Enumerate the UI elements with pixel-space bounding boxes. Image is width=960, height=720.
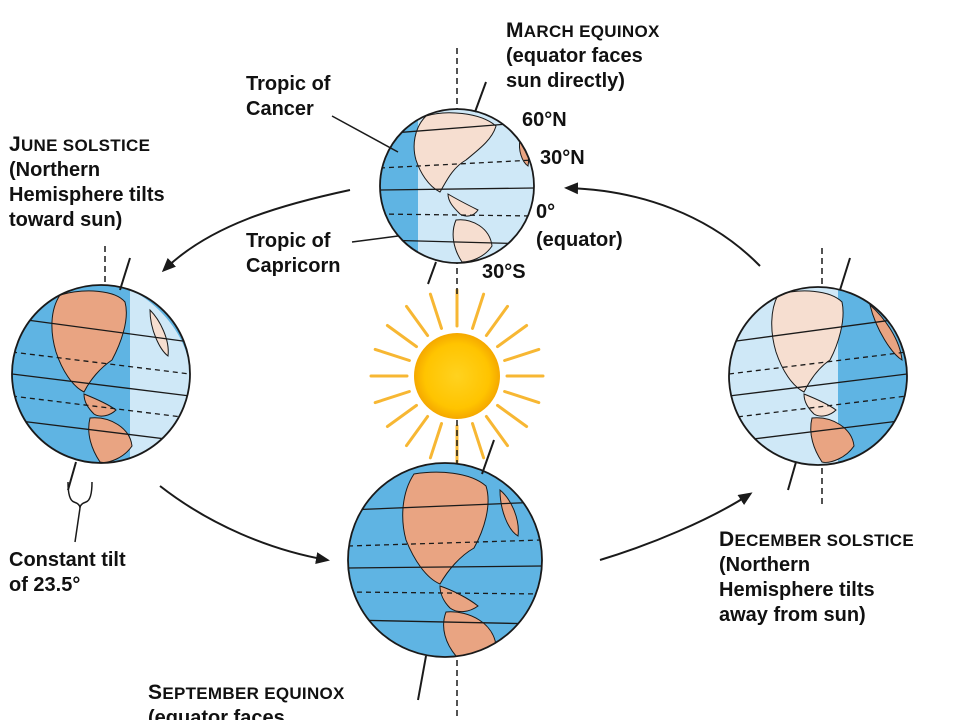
december-solstice-line-3: away from sun) xyxy=(719,604,866,626)
june-solstice-line-2: Hemisphere tilts xyxy=(9,184,165,206)
sun-ray xyxy=(385,403,418,428)
constant-tilt-line-2: of 23.5° xyxy=(9,574,81,596)
sun-ray xyxy=(503,390,541,405)
december-solstice-line-2: Hemisphere tilts xyxy=(719,579,875,601)
sun-ray xyxy=(503,347,541,362)
sun-ray xyxy=(405,415,430,448)
june-solstice-line-3: toward sun) xyxy=(9,209,123,231)
september-equinox-title: September equinox xyxy=(148,681,345,704)
tropic-of-cancer-label: Tropic of Cancer xyxy=(246,72,330,122)
sun-ray xyxy=(373,390,411,405)
sun-ray xyxy=(484,304,509,337)
tropic-of-capricorn-label: Tropic of Capricorn xyxy=(246,229,340,279)
sun-ray xyxy=(373,347,411,362)
sun-ray xyxy=(471,292,486,330)
tilt-leader xyxy=(74,507,81,543)
march-equinox-line-1: (equator faces xyxy=(506,45,643,67)
december-solstice-label: December solstice (Northern Hemisphere t… xyxy=(719,527,914,628)
sun-ray xyxy=(471,422,486,460)
sun-ray xyxy=(428,422,443,460)
tropic-capricorn-leader xyxy=(351,235,399,243)
tropic-capricorn-line-2: Capricorn xyxy=(246,255,341,277)
tilt-bracket xyxy=(67,481,93,509)
sun-ray xyxy=(405,304,430,337)
december-solstice-title: December solstice xyxy=(719,528,915,551)
september-equinox-line-1: (equator faces xyxy=(148,707,285,720)
tropic-cancer-line-2: Cancer xyxy=(246,98,314,120)
sun-ray xyxy=(385,324,418,349)
latitude-0-label: 0° xyxy=(536,201,556,223)
earth-globe-icon xyxy=(347,420,543,720)
sun-ray xyxy=(428,292,443,330)
latitude-30n-label: 30°N xyxy=(540,147,585,169)
earth-globe-icon xyxy=(11,246,191,491)
sun-ray xyxy=(496,403,529,428)
earth-globe-icon xyxy=(728,248,908,504)
march-equinox-label: March equinox (equator faces sun directl… xyxy=(506,18,660,94)
equator-label: (equator) xyxy=(536,229,623,251)
orbit-arrow-june-to-september xyxy=(159,485,330,565)
tropic-capricorn-line-1: Tropic of xyxy=(246,230,331,252)
june-solstice-line-1: (Northern xyxy=(9,159,101,181)
march-equinox-line-2: sun directly) xyxy=(506,70,625,92)
june-solstice-title: June solstice xyxy=(9,133,151,156)
orbit-arrow-september-to-december xyxy=(599,492,753,561)
sun-icon xyxy=(369,288,545,464)
june-solstice-label: June solstice (Northern Hemisphere tilts… xyxy=(9,132,165,233)
constant-tilt-line-1: Constant tilt xyxy=(9,549,126,571)
latitude-30s-label: 30°S xyxy=(482,261,526,283)
march-equinox-title: March equinox xyxy=(506,19,660,42)
december-solstice-line-1: (Northern xyxy=(719,554,811,576)
orbit-arrow-march-to-june xyxy=(161,189,351,273)
constant-tilt-label: Constant tilt of 23.5° xyxy=(9,548,126,598)
tropic-cancer-line-1: Tropic of xyxy=(246,73,331,95)
tropic-cancer-leader xyxy=(331,115,399,153)
orbit-arrow-december-to-march xyxy=(564,182,761,267)
sun-ray xyxy=(496,324,529,349)
sun-ray xyxy=(484,415,509,448)
latitude-60n-label: 60°N xyxy=(522,109,567,131)
september-equinox-label: September equinox (equator faces xyxy=(148,680,345,720)
